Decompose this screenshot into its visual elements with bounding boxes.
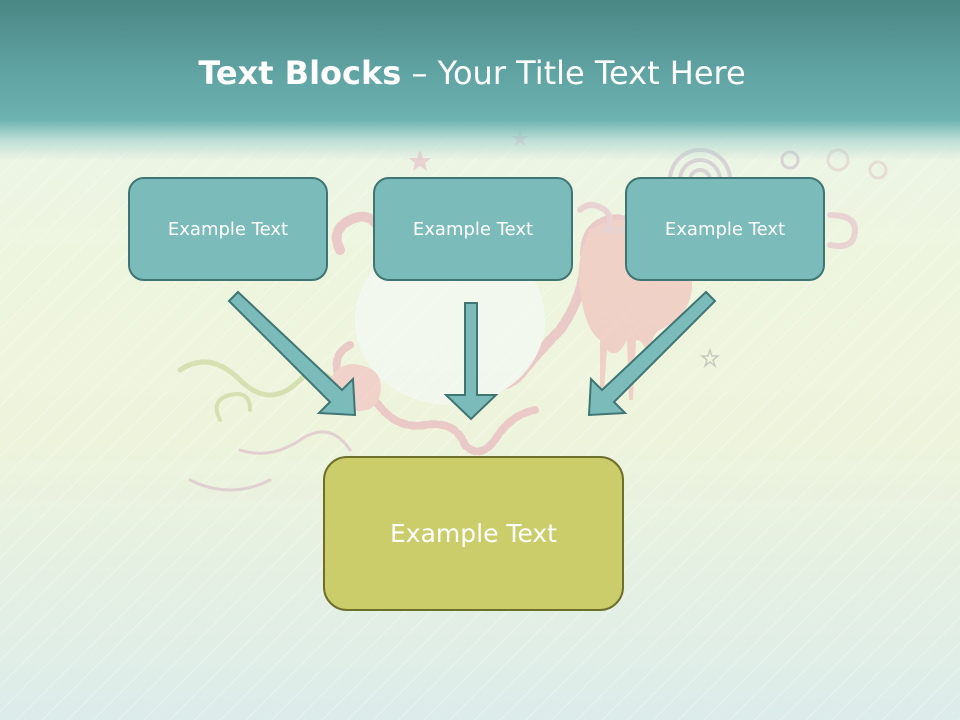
- example-box-bottom: Example Text: [323, 456, 624, 611]
- arrow-right: [587, 290, 717, 417]
- arrow-left: [227, 290, 357, 417]
- example-box-left: Example Text: [128, 177, 328, 281]
- slide-title: Text Blocks – Your Title Text Here: [0, 54, 944, 92]
- example-box-right: Example Text: [625, 177, 825, 281]
- slide-title-bold: Text Blocks: [198, 54, 402, 92]
- example-box-center: Example Text: [373, 177, 573, 281]
- title-bar: [0, 0, 960, 160]
- arrow-center: [443, 302, 499, 421]
- slide-title-rest: – Your Title Text Here: [401, 54, 746, 92]
